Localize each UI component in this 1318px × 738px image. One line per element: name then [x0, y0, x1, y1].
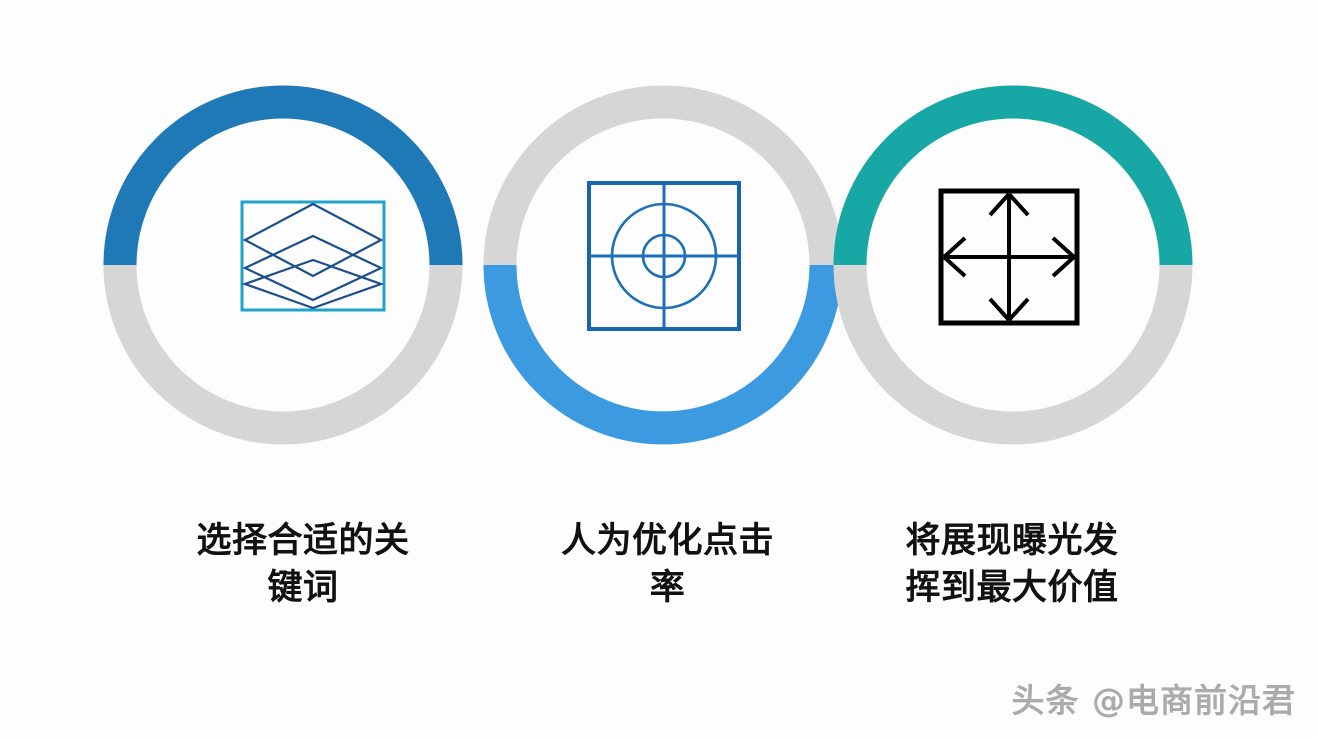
step-3-label-line-2: 挥到最大价值	[905, 567, 1119, 608]
step-1-label: 选择合适的关 键词	[163, 518, 443, 612]
layers-icon	[240, 200, 386, 312]
ring-step-3	[833, 85, 1193, 445]
ring-step-2	[483, 85, 843, 445]
ring-1-progress	[103, 85, 463, 266]
expand-arrows-icon	[938, 188, 1080, 326]
step-1-label-line-2: 键词	[267, 567, 339, 608]
target-crosshair-icon-svg	[587, 181, 741, 331]
step-2-label: 人为优化点击 率	[525, 518, 810, 612]
expand-arrows-icon-svg	[938, 188, 1080, 326]
watermark-text: 头条 @电商前沿君	[1011, 681, 1296, 720]
target-crosshair-icon	[586, 180, 742, 332]
layers-icon-svg	[240, 200, 386, 312]
ring-2-progress	[483, 264, 843, 445]
step-3-label: 将展现曝光发 挥到最大价值	[862, 518, 1162, 612]
step-2-label-line-2: 率	[649, 567, 686, 608]
ring-3-progress	[833, 85, 1193, 266]
step-3-label-line-1: 将展现曝光发	[905, 521, 1119, 561]
step-2-label-line-1: 人为优化点击	[560, 521, 774, 561]
ring-step-1	[103, 85, 463, 445]
step-1-label-line-1: 选择合适的关	[196, 521, 410, 561]
